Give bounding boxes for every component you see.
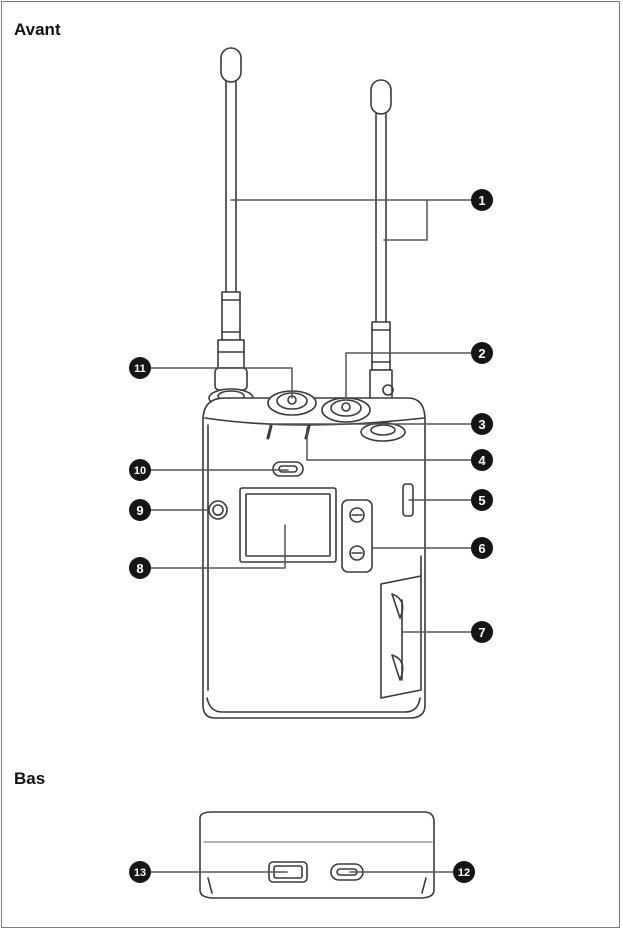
- callout-11: 11: [129, 357, 151, 379]
- callout-5: 5: [471, 489, 493, 511]
- callout-13: 13: [129, 861, 151, 883]
- callout-2: 2: [471, 342, 493, 364]
- front-view-title: Avant: [14, 20, 61, 39]
- callout-10: 10: [129, 459, 151, 481]
- right-antenna: [365, 79, 397, 427]
- callout-3: 3: [471, 413, 493, 435]
- bottom-view-title: Bas: [14, 769, 46, 788]
- svg-text:5: 5: [478, 493, 485, 508]
- callout-9: 9: [129, 499, 151, 521]
- callout-7: 7: [471, 621, 493, 643]
- belt-clip: [380, 555, 422, 699]
- display-panel: [239, 487, 337, 563]
- svg-text:8: 8: [136, 561, 143, 576]
- svg-text:13: 13: [134, 867, 146, 879]
- leader-lines: [149, 199, 473, 873]
- svg-text:3: 3: [478, 417, 485, 432]
- svg-text:4: 4: [478, 453, 486, 468]
- callout-6: 6: [471, 537, 493, 559]
- left-antenna: [208, 47, 254, 408]
- svg-text:1: 1: [478, 193, 485, 208]
- svg-text:7: 7: [478, 625, 485, 640]
- callout-4: 4: [471, 449, 493, 471]
- control-buttons-group: [341, 499, 373, 573]
- callout-1: 1: [471, 189, 493, 211]
- bottom-view: [199, 811, 435, 899]
- top-connector-right: [321, 397, 371, 423]
- top-button: [272, 461, 304, 477]
- callout-12: 12: [453, 861, 475, 883]
- svg-text:2: 2: [478, 346, 485, 361]
- svg-text:6: 6: [478, 541, 485, 556]
- callout-8: 8: [129, 557, 151, 579]
- svg-text:10: 10: [134, 465, 146, 477]
- svg-text:12: 12: [458, 867, 470, 879]
- svg-text:9: 9: [136, 503, 143, 518]
- side-button-9: [208, 500, 228, 520]
- svg-text:11: 11: [134, 363, 146, 375]
